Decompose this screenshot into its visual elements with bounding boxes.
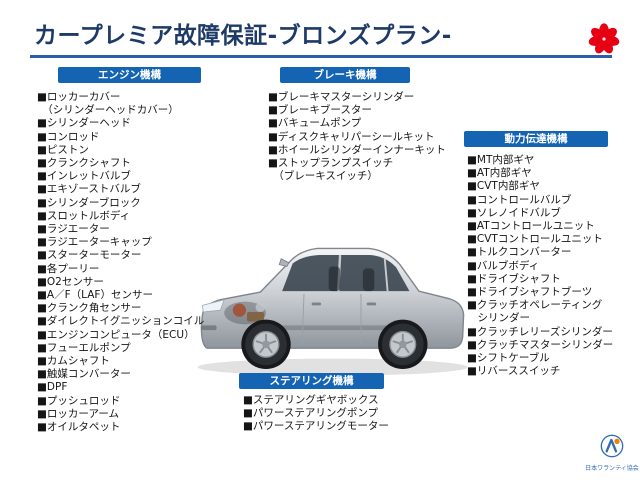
part-item: ■ブレーキブースター: [268, 104, 372, 117]
part-item: ■クランクシャフト: [37, 157, 131, 170]
part-item: ■バルブボディ: [467, 259, 540, 272]
page-title: カープレミア故障保証-ブロンズプラン-: [34, 23, 452, 49]
association-name: 日本ワランティ協会: [585, 465, 639, 472]
car-xray-illustration: [190, 203, 475, 385]
part-item: ■シフトケーブル: [467, 352, 550, 365]
part-item: ■ダイレクトイグニッションコイル: [37, 315, 205, 328]
section-header-steering: ステアリング機構: [239, 373, 384, 389]
part-item: ■ディスクキャリパーシールキット: [268, 130, 435, 143]
part-item: ■CVTコントロールユニット: [467, 233, 603, 246]
part-item: ■CVT内部ギヤ: [467, 180, 540, 193]
association-logo: 日本ワランティ協会: [584, 434, 640, 472]
part-item: ■ホイールシリンダーインナーキット: [268, 143, 446, 156]
brake-parts-list: ■ブレーキマスターシリンダー■ブレーキブースター■バキュームポンプ■ディスクキャ…: [268, 91, 446, 183]
part-item-continuation: シリンダー: [467, 312, 530, 325]
part-item: ■クランク角センサー: [37, 302, 142, 315]
part-item: ■バキュームポンプ: [268, 117, 362, 130]
part-item-continuation: （シリンダーヘッドカバー）: [37, 104, 179, 117]
section-header-engine: エンジン機構: [58, 67, 201, 83]
part-item: ■ストップランプスイッチ: [268, 157, 394, 170]
part-item: ■ステアリングギヤボックス: [243, 394, 379, 406]
part-item: ■O2センサー: [37, 275, 104, 288]
part-item: ■シリンダーブロック: [37, 196, 141, 209]
part-item: ■ドライブシャフト: [467, 272, 561, 285]
part-item: ■エキゾーストバルブ: [37, 183, 141, 196]
part-item: ■インレットバルブ: [37, 170, 131, 183]
part-item: ■コンロッド: [37, 130, 100, 143]
part-item: ■ロッカーカバー: [37, 91, 121, 103]
section-header-brake: ブレーキ機構: [280, 67, 410, 83]
part-item: ■オイルタペット: [37, 421, 121, 434]
part-item: ■MT内部ギヤ: [467, 154, 535, 166]
front-wheel: [241, 319, 291, 370]
part-item: ■フューエルポンプ: [37, 341, 131, 354]
powertrain-parts-list: ■MT内部ギヤ■AT内部ギヤ■CVT内部ギヤ■コントロールバルブ■ソレノイドバル…: [467, 154, 613, 378]
section-header-powertrain: 動力伝達機構: [464, 131, 608, 147]
part-item: ■カムシャフト: [37, 355, 110, 368]
part-item: ■各プーリー: [37, 262, 100, 275]
part-item: ■ラジエーターキャップ: [37, 236, 152, 249]
part-item: ■DPF: [37, 381, 68, 394]
part-item: ■触媒コンバーター: [37, 368, 131, 381]
part-item-continuation: （ブレーキスイッチ）: [268, 170, 378, 183]
part-item: ■パワーステアリングモーター: [243, 420, 389, 433]
part-item: ■クラッチレリーズシリンダー: [467, 325, 613, 338]
part-item: ■エンジンコンピュータ（ECU）: [37, 328, 195, 341]
car-illustration-svg: [197, 247, 468, 376]
title-underline: [30, 55, 612, 58]
brand-flower-logo-icon: [588, 23, 620, 55]
rear-wheel: [378, 319, 428, 370]
part-item: ■ブレーキマスターシリンダー: [268, 91, 415, 103]
part-item: ■ドライブシャフトブーツ: [467, 286, 593, 299]
part-item: ■リバーススイッチ: [467, 365, 561, 378]
part-item: ■AT内部ギヤ: [467, 167, 532, 180]
part-item: ■ピストン: [37, 143, 89, 156]
part-item: ■ラジエーター: [37, 223, 110, 236]
part-item: ■クラッチオペレーティング: [467, 299, 603, 312]
part-item: ■クラッチマスターシリンダー: [467, 338, 614, 351]
part-item: ■ロッカーアーム: [37, 407, 120, 420]
engine-parts-list: ■ロッカーカバー （シリンダーヘッドカバー）■シリンダーヘッド■コンロッド■ピス…: [37, 91, 204, 434]
part-item: ■コントロールバルブ: [467, 193, 572, 206]
part-item: ■スロットルボディ: [37, 209, 131, 222]
association-logo-icon: [600, 434, 624, 458]
part-item: ■パワーステアリングポンプ: [243, 407, 379, 420]
part-item: ■シリンダーヘッド: [37, 117, 131, 130]
part-item: ■プッシュロッド: [37, 394, 121, 407]
steering-parts-list: ■ステアリングギヤボックス■パワーステアリングポンプ■パワーステアリングモーター: [243, 394, 389, 434]
part-item: ■ソレノイドバルブ: [467, 206, 561, 219]
part-item: ■トルクコンバーター: [467, 246, 572, 259]
part-item: ■スターターモーター: [37, 249, 142, 262]
part-item: ■ATコントロールユニット: [467, 220, 595, 233]
part-item: ■A／F（LAF）センサー: [37, 289, 153, 302]
